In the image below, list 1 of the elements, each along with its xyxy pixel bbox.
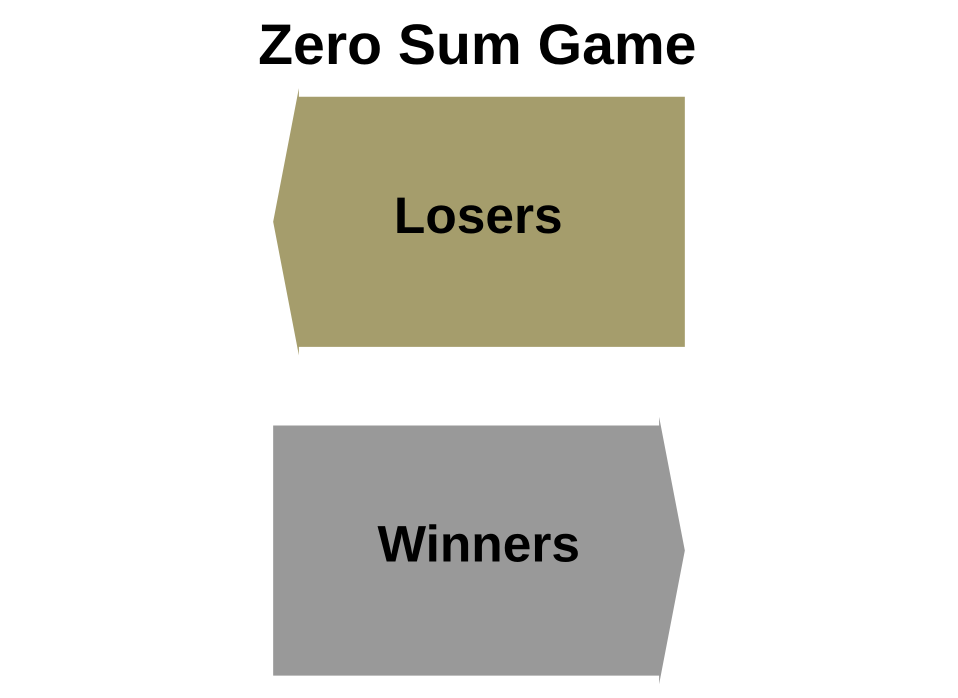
diagram-title: Zero Sum Game — [258, 12, 696, 77]
